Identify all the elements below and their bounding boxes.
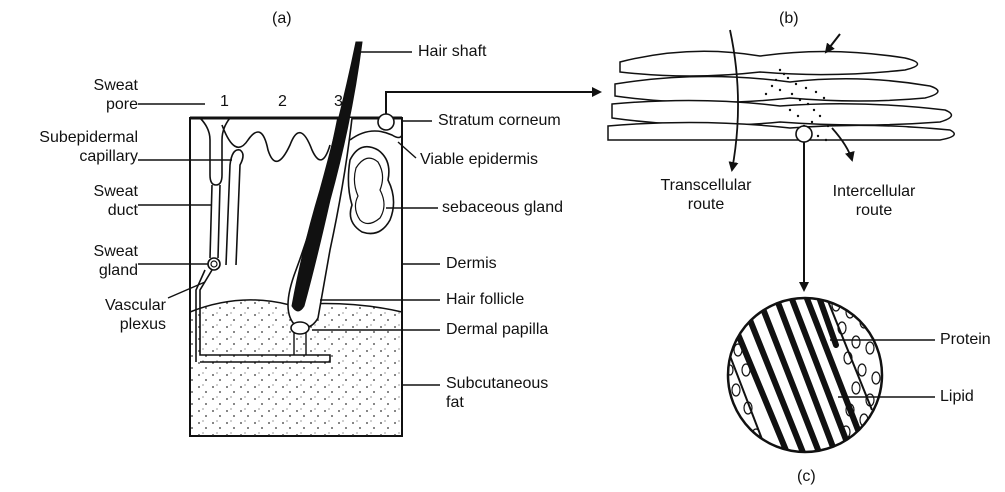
protein-label: Protein bbox=[940, 330, 991, 349]
lipid-label: Lipid bbox=[940, 387, 974, 406]
intercellular-route-label: Intercellular route bbox=[814, 182, 934, 220]
pore-number-2: 2 bbox=[278, 92, 287, 111]
transcellular-route-label: Transcellular route bbox=[646, 176, 766, 214]
lipid-protein-circle bbox=[722, 292, 935, 460]
pore-number-1: 1 bbox=[220, 92, 229, 111]
penetration-site-circle bbox=[378, 114, 394, 130]
panel-a-label: (a) bbox=[272, 9, 292, 28]
sweat-pore-label: Sweat pore bbox=[60, 76, 138, 114]
subepidermal-capillary-label: Subepidermal capillary bbox=[0, 128, 138, 166]
vascular-plexus-label: Vascular plexus bbox=[70, 296, 166, 334]
pore-number-3: 3 bbox=[334, 92, 343, 111]
dermal-papilla-label: Dermal papilla bbox=[446, 320, 548, 339]
subcutaneous-fat-label: Subcutaneous fat bbox=[446, 374, 548, 412]
hair-shaft-label: Hair shaft bbox=[418, 42, 486, 61]
lipid-zoom-marker bbox=[796, 126, 812, 142]
stratum-corneum-layers bbox=[608, 51, 954, 140]
panel-c-label: (c) bbox=[797, 467, 816, 486]
panel-b-label: (b) bbox=[779, 9, 799, 28]
stratum-corneum-label: Stratum corneum bbox=[438, 111, 561, 130]
sweat-gland-label: Sweat gland bbox=[60, 242, 138, 280]
dermis-label: Dermis bbox=[446, 254, 497, 273]
entry-arrow bbox=[826, 34, 840, 52]
hair-follicle-label: Hair follicle bbox=[446, 290, 524, 309]
sebaceous-gland-label: sebaceous gland bbox=[442, 198, 563, 217]
sweat-duct-label: Sweat duct bbox=[60, 182, 138, 220]
viable-epidermis-label: Viable epidermis bbox=[420, 150, 538, 169]
